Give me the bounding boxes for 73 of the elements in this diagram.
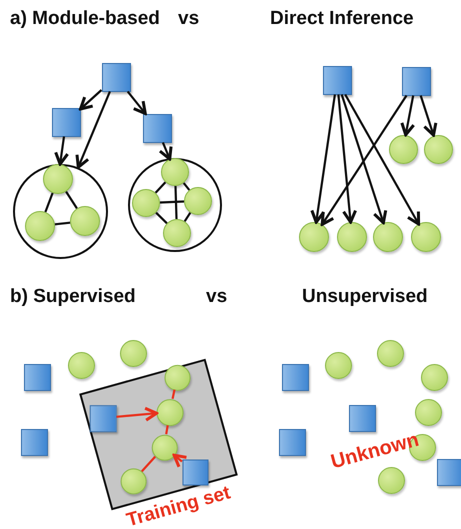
square-node xyxy=(20,428,48,456)
connector-line xyxy=(154,181,166,194)
section-heading: b) Supervised xyxy=(10,286,136,308)
panel-label: Training set xyxy=(122,480,234,529)
circle-node xyxy=(184,187,212,215)
connector-line xyxy=(182,182,190,191)
circle-node xyxy=(337,222,367,252)
square-node xyxy=(182,459,208,485)
section-heading: vs xyxy=(178,8,200,30)
connector-line xyxy=(44,192,54,212)
circle-node xyxy=(68,352,94,378)
arrow xyxy=(340,94,388,224)
circle-node xyxy=(132,189,160,217)
connector-line xyxy=(184,212,192,222)
section-heading: Direct Inference xyxy=(270,8,414,30)
arrow xyxy=(400,95,416,136)
square-node xyxy=(52,108,80,136)
arrow xyxy=(76,91,111,169)
arrow xyxy=(172,454,188,468)
arrow xyxy=(116,406,158,422)
square-node xyxy=(322,66,352,94)
square-node xyxy=(282,364,308,390)
circle-node xyxy=(373,222,403,252)
square-node xyxy=(348,404,376,432)
circle-node xyxy=(43,164,73,194)
connector-line xyxy=(172,389,176,400)
circle-node xyxy=(376,340,404,366)
arrow xyxy=(420,95,438,137)
arrow xyxy=(337,94,358,224)
circle-node xyxy=(424,134,452,164)
circle-node xyxy=(378,466,404,494)
arrow xyxy=(344,94,420,226)
arrow xyxy=(310,94,336,224)
square-node xyxy=(278,428,306,456)
arrow xyxy=(79,89,102,110)
circle-node xyxy=(161,158,189,186)
arrow xyxy=(126,90,147,115)
connector-line xyxy=(160,200,184,204)
circle-node xyxy=(163,219,191,247)
unknown-label: Unknown xyxy=(328,428,422,474)
circle-node xyxy=(25,211,55,241)
connector-line xyxy=(165,425,169,434)
circle-node xyxy=(164,364,190,390)
connector-line xyxy=(174,186,178,220)
section-heading: a) Module-based xyxy=(10,8,160,30)
circle-node xyxy=(414,398,442,426)
arrow xyxy=(158,142,173,160)
circle-node xyxy=(420,364,448,390)
section-heading: vs xyxy=(206,286,228,308)
square-node xyxy=(24,364,50,390)
square-node xyxy=(102,62,130,92)
circle-node xyxy=(151,434,177,460)
arrow xyxy=(320,94,408,226)
circle-node xyxy=(120,468,146,494)
square-node xyxy=(142,114,172,142)
arrow xyxy=(54,136,70,166)
connector-line xyxy=(155,212,168,224)
connector-line xyxy=(54,222,70,226)
circle-node xyxy=(156,398,184,426)
connector-line xyxy=(140,456,156,472)
circle-node xyxy=(120,340,146,366)
circle-node xyxy=(411,222,441,252)
circle-node xyxy=(70,206,100,236)
module-circle xyxy=(12,164,108,258)
circle-node xyxy=(388,134,418,164)
square-node xyxy=(90,404,116,432)
connector-line xyxy=(65,191,78,209)
circle-node xyxy=(299,222,329,252)
square-node xyxy=(402,66,430,96)
module-circle xyxy=(128,158,222,252)
section-heading: Unsupervised xyxy=(302,286,428,308)
square-node xyxy=(436,458,461,486)
circle-node xyxy=(324,352,352,378)
